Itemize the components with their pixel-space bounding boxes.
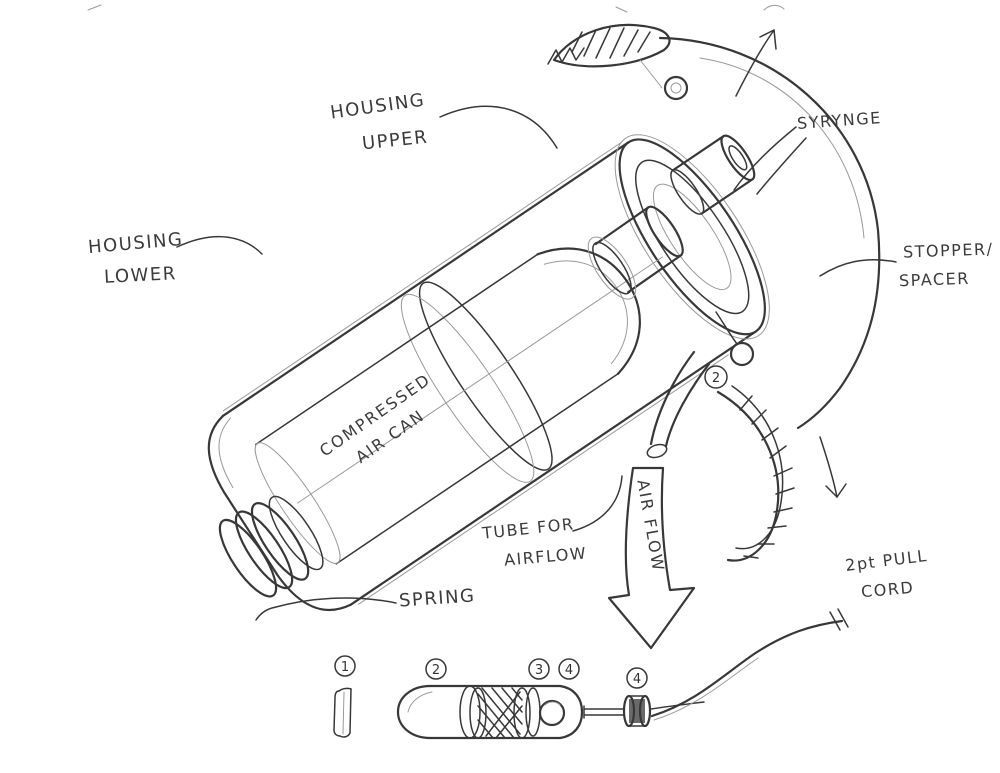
callout-part-4b: 4: [633, 672, 641, 687]
label-stopper-line1: STOPPER/: [902, 239, 994, 262]
outer-shell-arc: [658, 36, 881, 430]
paper-artifacts: [87, 4, 785, 13]
leader-syringe-1: [733, 126, 797, 191]
pivot-circle: [663, 75, 689, 101]
part-rod: [583, 705, 625, 719]
leader-stopper: [819, 258, 897, 277]
part-spool: [622, 694, 705, 728]
callout-stopper-2: 2: [712, 371, 720, 386]
pull-cord-line: [650, 608, 849, 721]
callout-part-4: 4: [565, 663, 573, 678]
compressed-air-can-body: [254, 247, 641, 565]
motion-arrow-up: [735, 29, 777, 97]
squiggle-mark: [547, 47, 585, 65]
motion-arrow-down: [819, 436, 847, 498]
top-fin-hatched: [547, 23, 671, 89]
callout-part-3: 3: [535, 663, 543, 678]
main-device: [207, 134, 770, 612]
syringe-tip-nozzle: [670, 134, 756, 215]
callout-part-1: 1: [341, 660, 349, 675]
housing-outline: [207, 134, 770, 612]
spring-coils: [218, 495, 324, 598]
part-ball: [538, 699, 566, 727]
label-stopper-line2: SPACER: [898, 268, 971, 291]
part-piston-hatch: [477, 687, 523, 739]
stopper-ball: [715, 311, 755, 367]
leader-tube: [572, 475, 623, 532]
leader-housing-upper: [439, 105, 558, 149]
callout-circles: 2 1 2 3 4 4: [334, 365, 728, 689]
part-capsule: [396, 684, 584, 740]
leader-syringe-2: [756, 137, 807, 195]
inner-nozzle: [587, 205, 684, 300]
leader-housing-lower: [176, 235, 263, 255]
label-housing-lower-line2: LOWER: [103, 263, 178, 288]
part-pin: [333, 687, 352, 738]
callout-part-2: 2: [432, 663, 440, 678]
trigger-grip-hatched: [716, 385, 795, 562]
airflow-arrow: [607, 466, 696, 650]
airflow-tube: [646, 350, 711, 459]
exploded-parts: [333, 608, 849, 740]
leader-spring: [255, 597, 397, 621]
leader-lines: [176, 105, 897, 621]
